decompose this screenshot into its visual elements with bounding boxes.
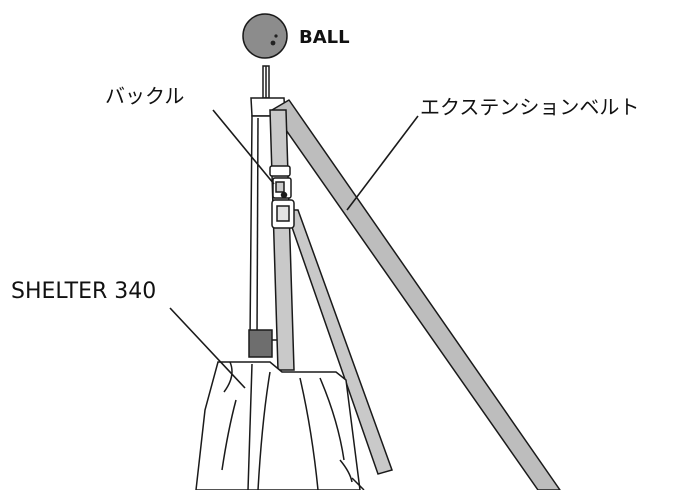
shelter-fabric	[195, 361, 365, 490]
buckle	[269, 165, 295, 229]
ball	[242, 13, 288, 59]
extension-belt	[271, 99, 561, 490]
buckle-label: バックル	[105, 84, 184, 108]
ball-label: BALL	[299, 27, 350, 48]
pole-band	[248, 329, 273, 358]
pole-tip	[262, 65, 270, 99]
shelter-label: SHELTER 340	[11, 279, 156, 304]
leader-lines	[169, 109, 419, 389]
extension-belt-label: エクステンションベルト	[420, 95, 639, 119]
